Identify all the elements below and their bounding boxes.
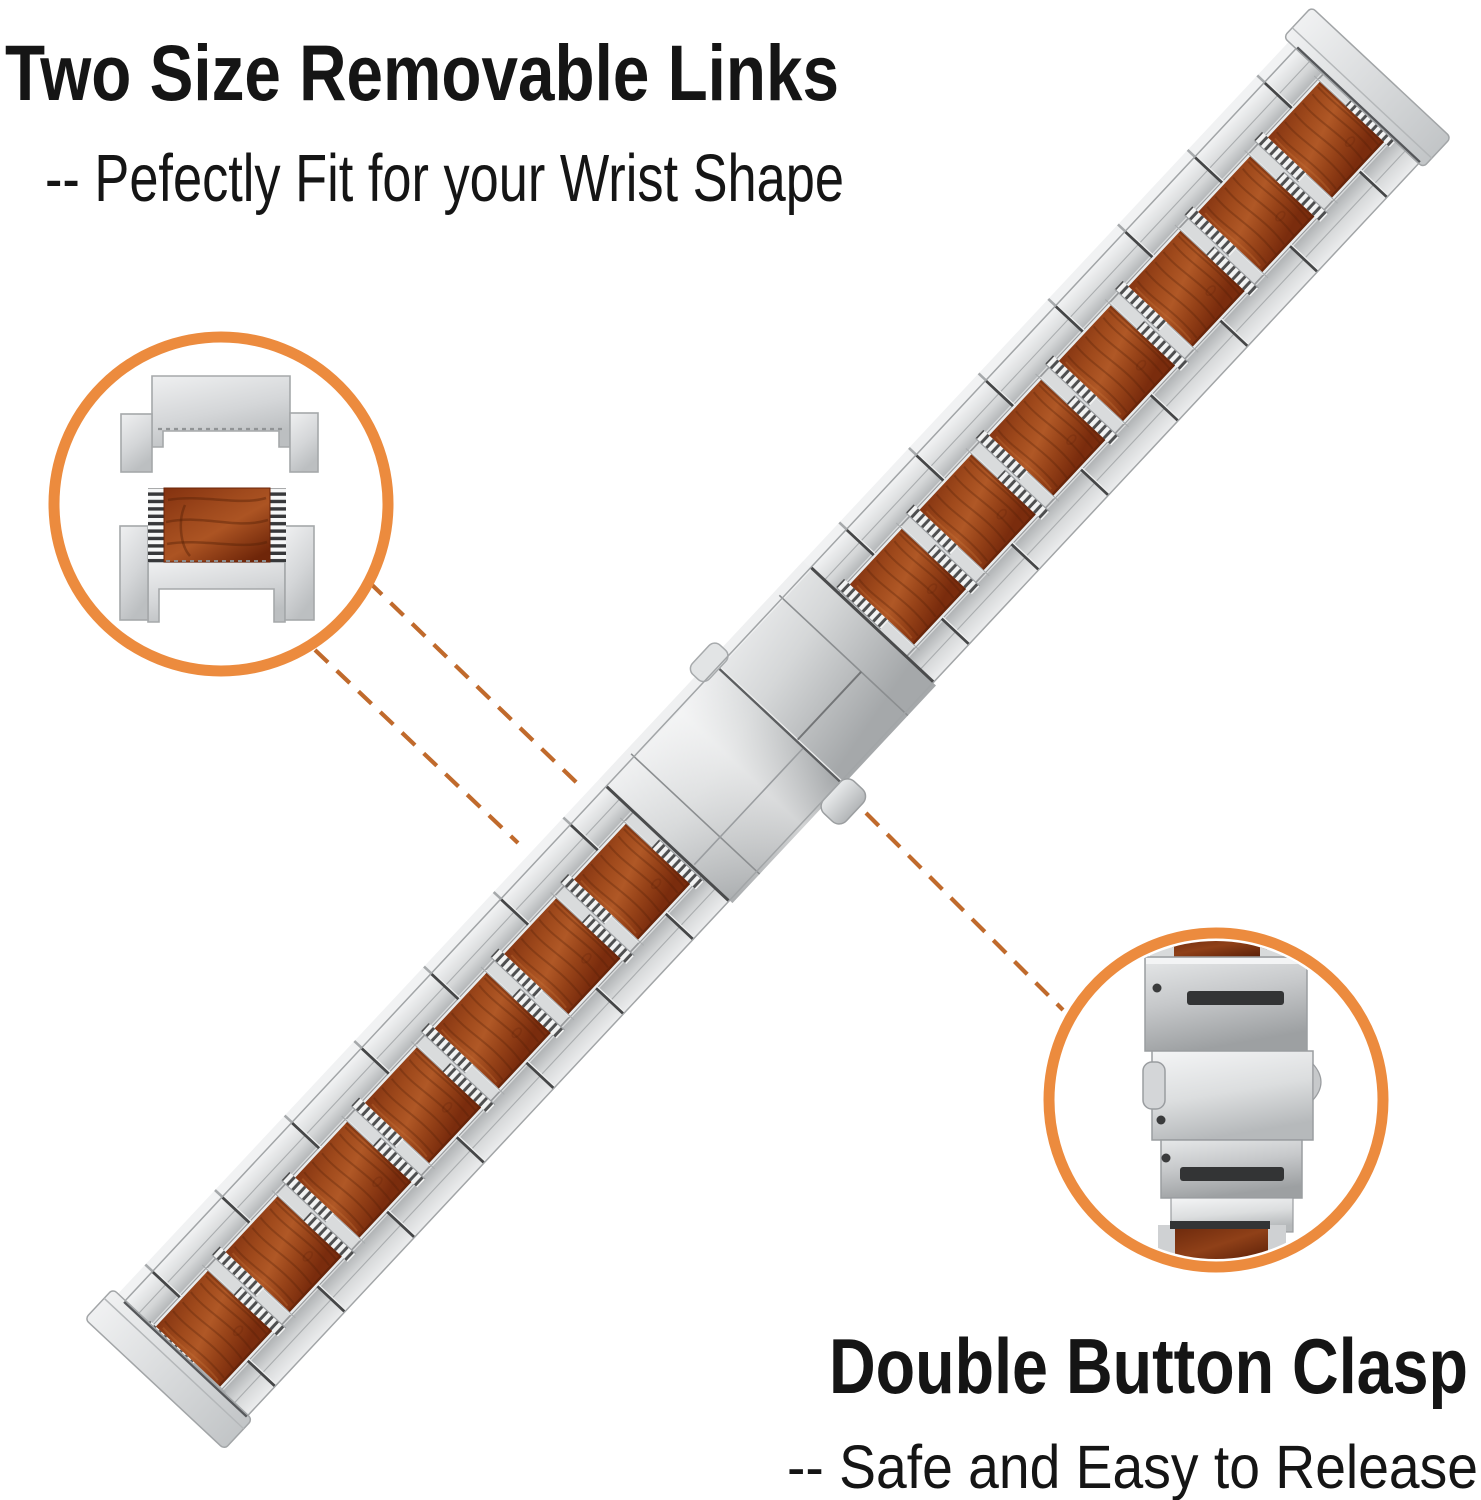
svg-text:-- Pefectly Fit for your Wrist: -- Pefectly Fit for your Wrist Shape — [45, 141, 844, 216]
svg-text:Double Button Clasp: Double Button Clasp — [829, 1322, 1468, 1410]
svg-text:-- Safe and Easy to Release: -- Safe and Easy to Release — [787, 1433, 1478, 1500]
svg-text:Two Size Removable Links: Two Size Removable Links — [5, 28, 839, 117]
